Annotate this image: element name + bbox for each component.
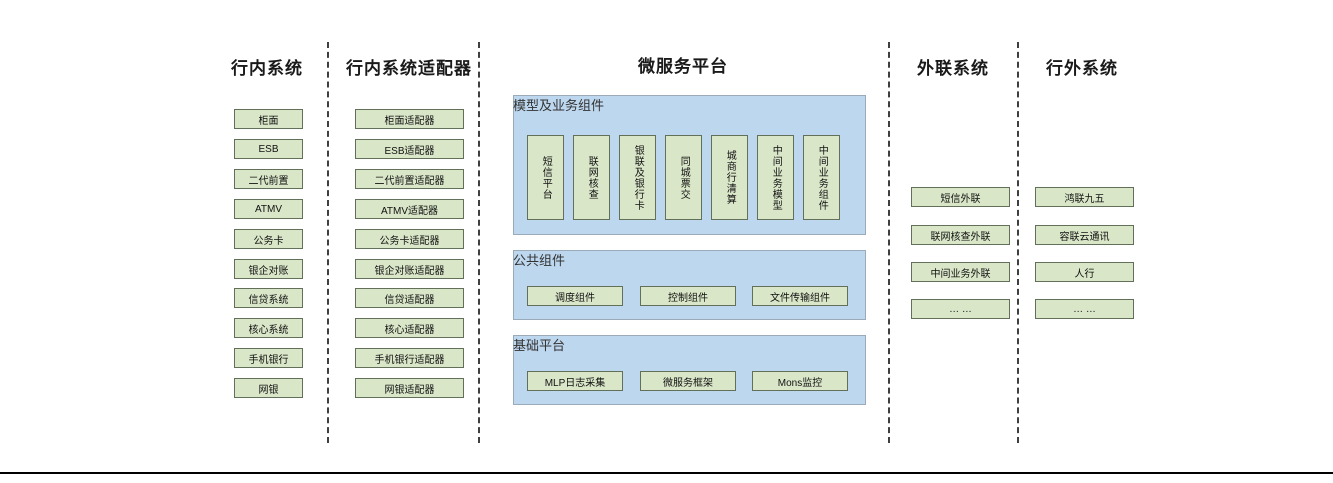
model-business-item[interactable]: 银联及银行卡 bbox=[619, 135, 656, 220]
inbank-adapter-item[interactable]: 手机银行适配器 bbox=[355, 348, 464, 368]
panel-base-platform bbox=[513, 335, 866, 405]
model-business-item-label: 短信平台 bbox=[540, 155, 552, 200]
model-business-item-label: 联网核查 bbox=[586, 155, 598, 200]
divider-1 bbox=[327, 42, 329, 443]
model-business-item-label: 城商行清算 bbox=[724, 150, 736, 205]
external-link-item[interactable]: 联网核查外联 bbox=[911, 225, 1010, 245]
external-link-item[interactable]: 短信外联 bbox=[911, 187, 1010, 207]
model-business-item-label: 同城票交 bbox=[678, 155, 690, 200]
model-business-item[interactable]: 短信平台 bbox=[527, 135, 564, 220]
inbank-item[interactable]: 二代前置 bbox=[234, 169, 303, 189]
divider-3 bbox=[888, 42, 890, 443]
inbank-item[interactable]: 核心系统 bbox=[234, 318, 303, 338]
panel-title-model-business: 模型及业务组件 bbox=[513, 98, 605, 113]
model-business-item[interactable]: 同城票交 bbox=[665, 135, 702, 220]
bottom-rule bbox=[0, 472, 1333, 474]
column-title-inbank-adapter: 行内系统适配器 bbox=[346, 59, 472, 78]
model-business-item-label: 中间业务模型 bbox=[770, 144, 782, 211]
inbank-adapter-item[interactable]: ATMV适配器 bbox=[355, 199, 464, 219]
inbank-item[interactable]: 手机银行 bbox=[234, 348, 303, 368]
panel-title-common-components: 公共组件 bbox=[513, 253, 566, 268]
model-business-item[interactable]: 中间业务模型 bbox=[757, 135, 794, 220]
divider-2 bbox=[478, 42, 480, 443]
panel-title-base-platform: 基础平台 bbox=[513, 338, 566, 353]
inbank-item[interactable]: 银企对账 bbox=[234, 259, 303, 279]
common-component-item[interactable]: 调度组件 bbox=[527, 286, 623, 306]
external-link-item[interactable]: … … bbox=[911, 299, 1010, 319]
inbank-item[interactable]: 信贷系统 bbox=[234, 288, 303, 308]
inbank-item[interactable]: 柜面 bbox=[234, 109, 303, 129]
column-title-inbank: 行内系统 bbox=[231, 59, 303, 78]
column-title-microservice: 微服务平台 bbox=[638, 57, 728, 76]
inbank-item[interactable]: ESB bbox=[234, 139, 303, 159]
panel-common-components bbox=[513, 250, 866, 320]
inbank-adapter-item[interactable]: 信贷适配器 bbox=[355, 288, 464, 308]
divider-4 bbox=[1017, 42, 1019, 443]
inbank-adapter-item[interactable]: 银企对账适配器 bbox=[355, 259, 464, 279]
outbank-item[interactable]: 鸿联九五 bbox=[1035, 187, 1134, 207]
base-platform-item[interactable]: 微服务框架 bbox=[640, 371, 736, 391]
column-title-external-link: 外联系统 bbox=[917, 59, 989, 78]
outbank-item[interactable]: … … bbox=[1035, 299, 1134, 319]
inbank-adapter-item[interactable]: 核心适配器 bbox=[355, 318, 464, 338]
external-link-item[interactable]: 中间业务外联 bbox=[911, 262, 1010, 282]
model-business-item-label: 中间业务组件 bbox=[816, 144, 828, 211]
inbank-item[interactable]: ATMV bbox=[234, 199, 303, 219]
inbank-item[interactable]: 公务卡 bbox=[234, 229, 303, 249]
base-platform-item[interactable]: MLP日志采集 bbox=[527, 371, 623, 391]
outbank-item[interactable]: 人行 bbox=[1035, 262, 1134, 282]
model-business-item[interactable]: 联网核查 bbox=[573, 135, 610, 220]
inbank-adapter-item[interactable]: 柜面适配器 bbox=[355, 109, 464, 129]
model-business-item[interactable]: 中间业务组件 bbox=[803, 135, 840, 220]
outbank-item[interactable]: 容联云通讯 bbox=[1035, 225, 1134, 245]
inbank-item[interactable]: 网银 bbox=[234, 378, 303, 398]
base-platform-item[interactable]: Mons监控 bbox=[752, 371, 848, 391]
common-component-item[interactable]: 文件传输组件 bbox=[752, 286, 848, 306]
inbank-adapter-item[interactable]: 公务卡适配器 bbox=[355, 229, 464, 249]
inbank-adapter-item[interactable]: 二代前置适配器 bbox=[355, 169, 464, 189]
inbank-adapter-item[interactable]: ESB适配器 bbox=[355, 139, 464, 159]
model-business-item[interactable]: 城商行清算 bbox=[711, 135, 748, 220]
inbank-adapter-item[interactable]: 网银适配器 bbox=[355, 378, 464, 398]
common-component-item[interactable]: 控制组件 bbox=[640, 286, 736, 306]
column-title-outbank: 行外系统 bbox=[1046, 59, 1118, 78]
model-business-item-label: 银联及银行卡 bbox=[632, 144, 644, 211]
